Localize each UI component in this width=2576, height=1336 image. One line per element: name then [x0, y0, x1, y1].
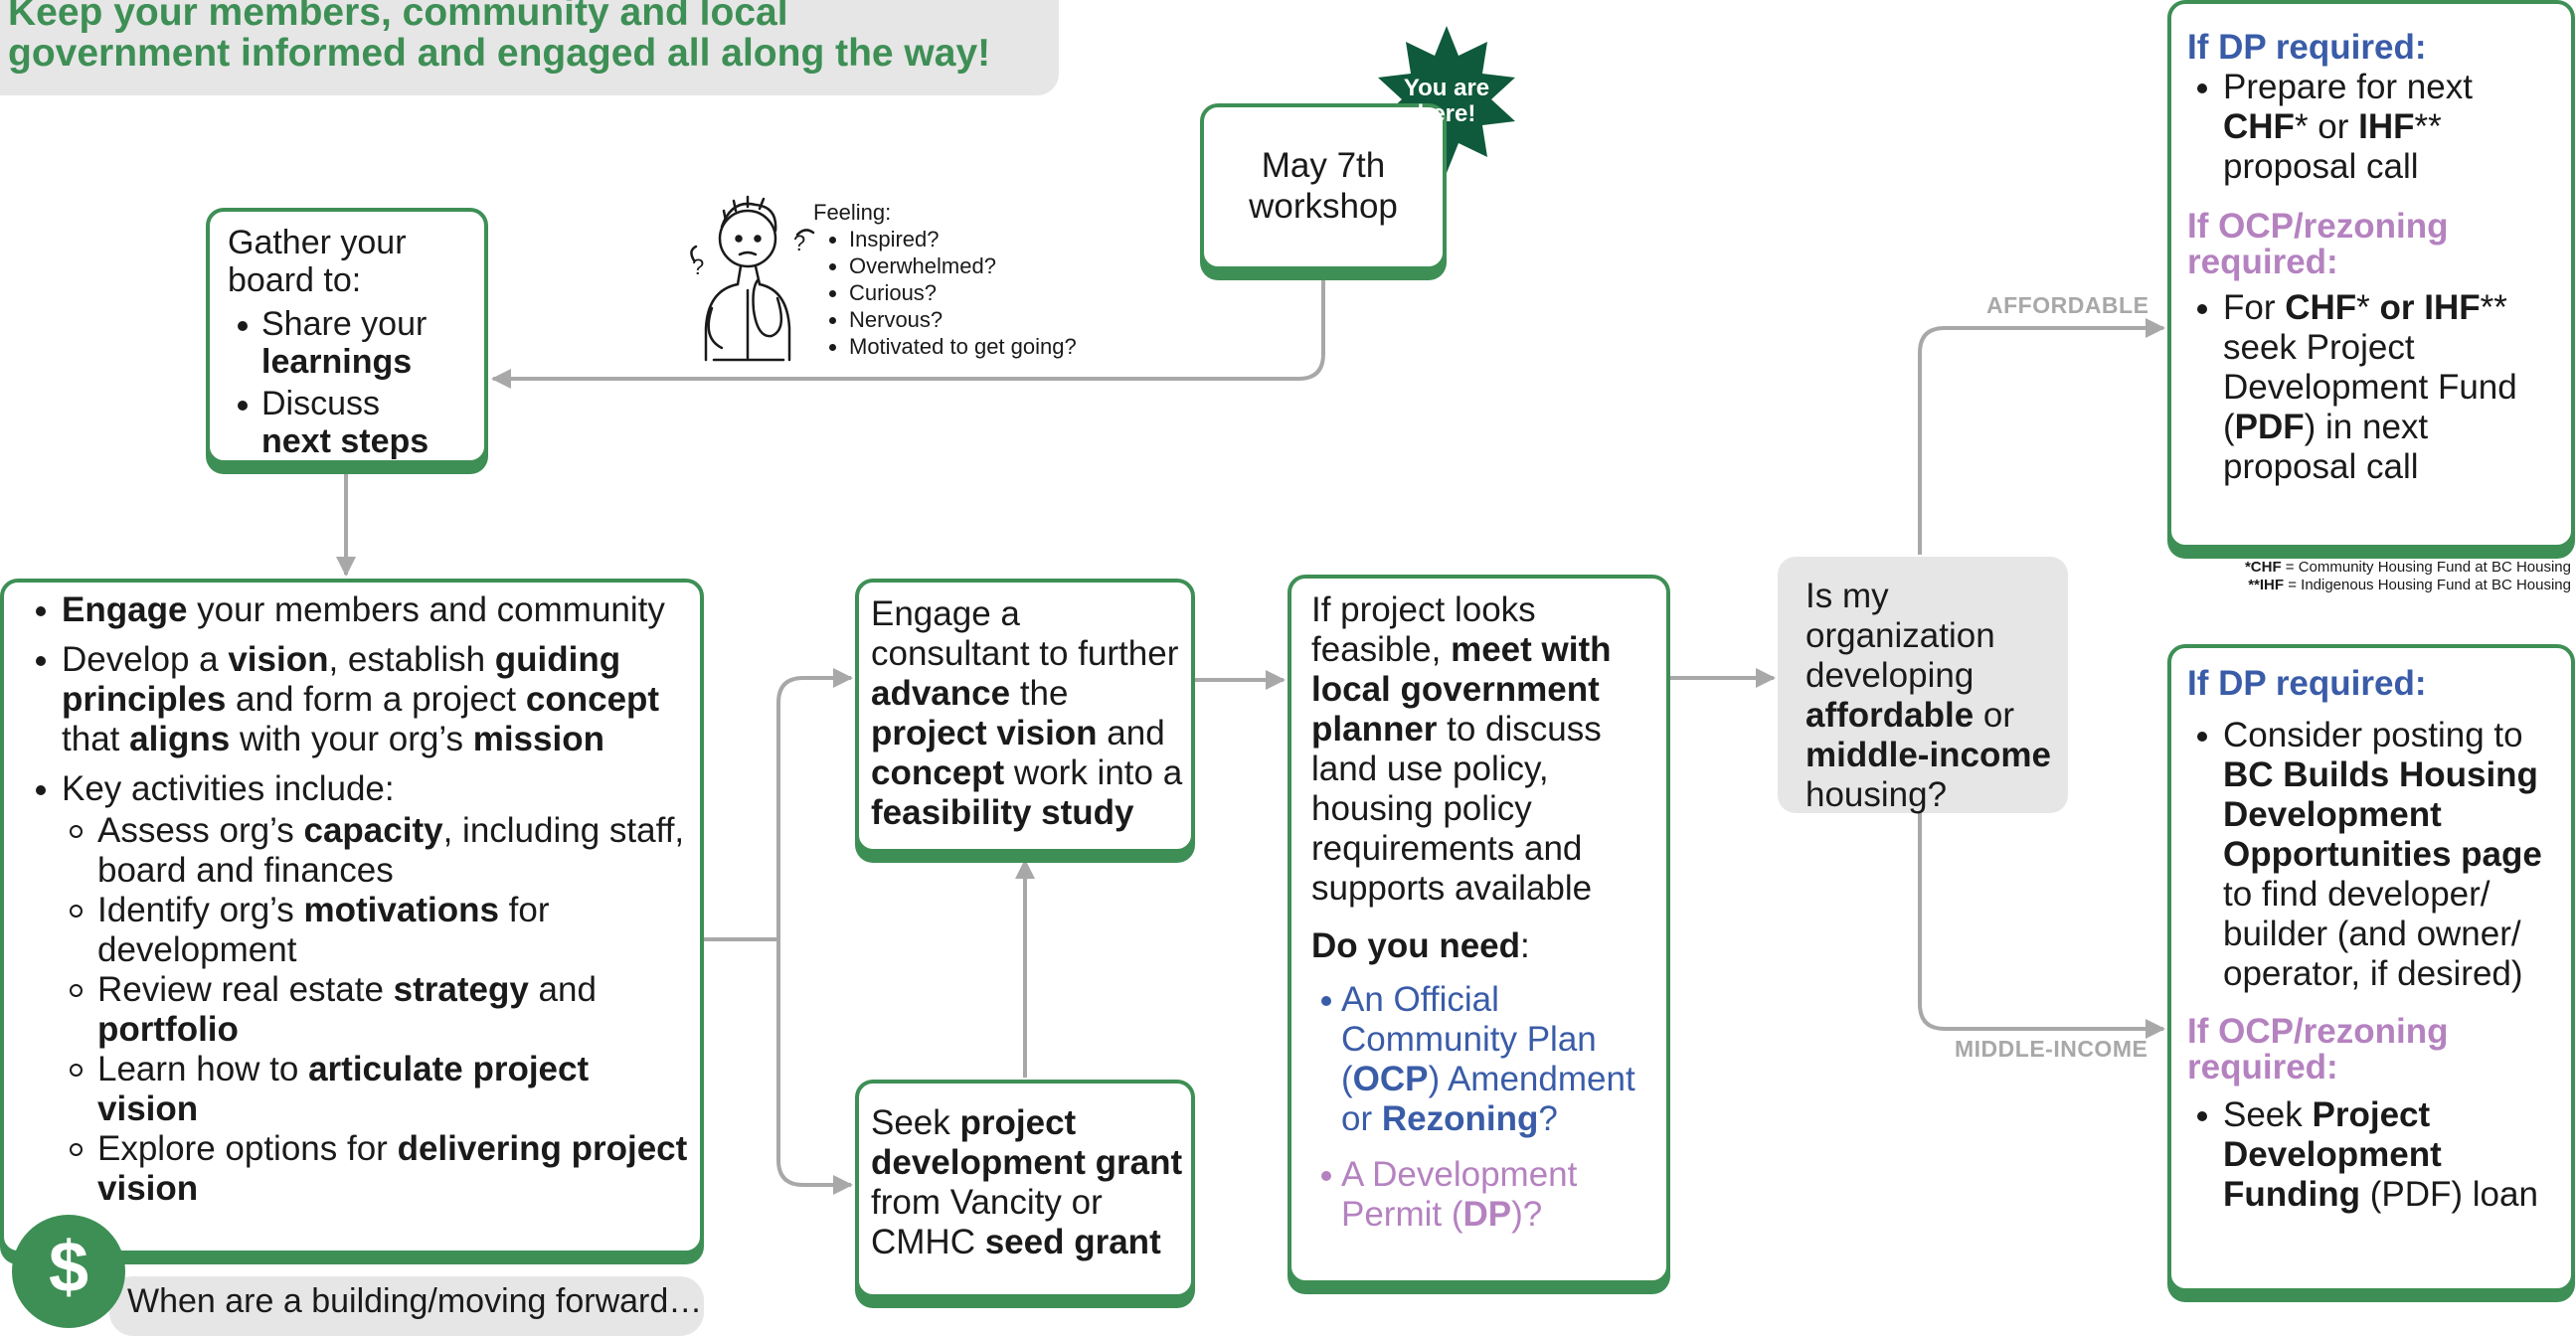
thinking-person-icon: ? ? — [690, 195, 815, 362]
footnote-ihf: **IHF = Indigenous Housing Fund at BC Ho… — [2248, 577, 2571, 593]
footnote-chf: *CHF = Community Housing Fund at BC Hous… — [2244, 559, 2571, 576]
banner-line-2: government informed and engaged all alon… — [8, 32, 991, 75]
activity-motivations: Identify org’s motivations for developme… — [62, 891, 690, 970]
engage-members-box: Engage your members and community Develo… — [0, 579, 704, 1254]
arrow-workshop-to-board — [491, 276, 1325, 389]
banner-title: Keep your members, community and local g… — [8, 0, 990, 74]
arrow-engage-to-grant — [776, 939, 853, 1195]
affordable-dp-item: Prepare for next CHF* or IHF** proposal … — [2187, 68, 2563, 187]
activity-delivering: Explore options for delivering project v… — [62, 1129, 690, 1209]
grant-text: Seek project development grant from Vanc… — [871, 1103, 1183, 1261]
badge-line-2: here! — [1417, 100, 1476, 127]
activity-capacity: Assess org’s capacity, including staff, … — [62, 811, 690, 891]
fund-footnote: *CHF = Community Housing Fund at BC Hous… — [2177, 559, 2571, 594]
banner-line-1: Keep your members, community and local — [8, 0, 788, 34]
feeling-list: Feeling: Inspired? Overwhelmed? Curious?… — [813, 199, 1077, 360]
middle-ocp-heading: If OCP/rezoning required: — [2187, 1012, 2449, 1086]
middle-ocp-item: Seek Project Development Funding (PDF) l… — [2187, 1095, 2563, 1215]
engage-item-activities: Key activities include: Assess org’s cap… — [26, 769, 690, 1209]
question-text: Is my organization developing affordable… — [1805, 577, 2051, 814]
affordable-ocp-item: For CHF* or IHF** seek Project Developme… — [2187, 288, 2563, 487]
need-ocp-rezoning: An Official Community Plan (OCP) Amendme… — [1311, 980, 1652, 1139]
feeling-item: Inspired? — [849, 226, 1077, 252]
dollar-icon: $ — [12, 1215, 125, 1328]
arrow-engage-to-consultant — [776, 668, 853, 939]
feeling-title: Feeling: — [813, 200, 892, 225]
meet-planner-box: If project looks feasible, meet with loc… — [1288, 575, 1670, 1284]
seek-grant-box: Seek project development grant from Vanc… — [855, 1080, 1195, 1298]
you-are-here-badge: You are here! — [1378, 76, 1515, 127]
affordable-ocp-heading: If OCP/rezoning required: — [2187, 207, 2449, 281]
workshop-date: May 7th — [1261, 146, 1386, 185]
label-middle-income: MIDDLE-INCOME — [1955, 1036, 2148, 1062]
planner-text: If project looks feasible, meet with loc… — [1311, 590, 1612, 908]
middle-dp-heading: If DP required: — [2187, 664, 2427, 703]
affordable-dp-heading: If DP required: — [2187, 28, 2427, 67]
workshop-label: workshop — [1249, 187, 1398, 226]
activity-strategy: Review real estate strategy and portfoli… — [62, 970, 690, 1050]
planner-need-heading: Do you need: — [1311, 926, 1530, 965]
middle-income-options-box: If DP required: Consider posting to BC B… — [2167, 644, 2575, 1292]
arrow-to-affordable — [1918, 318, 2165, 555]
feeling-item: Motivated to get going? — [849, 333, 1077, 360]
consultant-text: Engage a consultant to further advance t… — [871, 594, 1183, 832]
middle-dp-item: Consider posting to BC Builds Housing De… — [2187, 716, 2563, 994]
housing-type-question: Is my organization developing affordable… — [1778, 557, 2068, 814]
arrow-to-middle-income — [1918, 813, 2165, 1039]
activity-articulate: Learn how to articulate project vision — [62, 1050, 690, 1129]
funding-note-text: When are a building/moving forward… — [127, 1282, 703, 1320]
engage-item-members: Engage your members and community — [26, 590, 690, 630]
feeling-item: Overwhelmed? — [849, 252, 1077, 279]
engage-item-vision: Develop a vision, establish guiding prin… — [26, 640, 690, 759]
board-title-1: Gather your — [228, 224, 407, 261]
workshop-box: May 7th workshop — [1200, 103, 1447, 270]
need-development-permit: A Development Permit (DP)? — [1311, 1155, 1652, 1235]
svg-text:?: ? — [793, 231, 805, 255]
label-affordable: AFFORDABLE — [1986, 292, 2149, 318]
feeling-item: Nervous? — [849, 306, 1077, 333]
feeling-item: Curious? — [849, 279, 1077, 306]
board-title-2: board to: — [228, 261, 362, 299]
banner — [0, 0, 1059, 95]
affordable-options-box: If DP required: Prepare for next CHF* or… — [2167, 0, 2575, 549]
badge-line-1: You are — [1403, 75, 1490, 101]
engage-consultant-box: Engage a consultant to further advance t… — [855, 579, 1195, 853]
